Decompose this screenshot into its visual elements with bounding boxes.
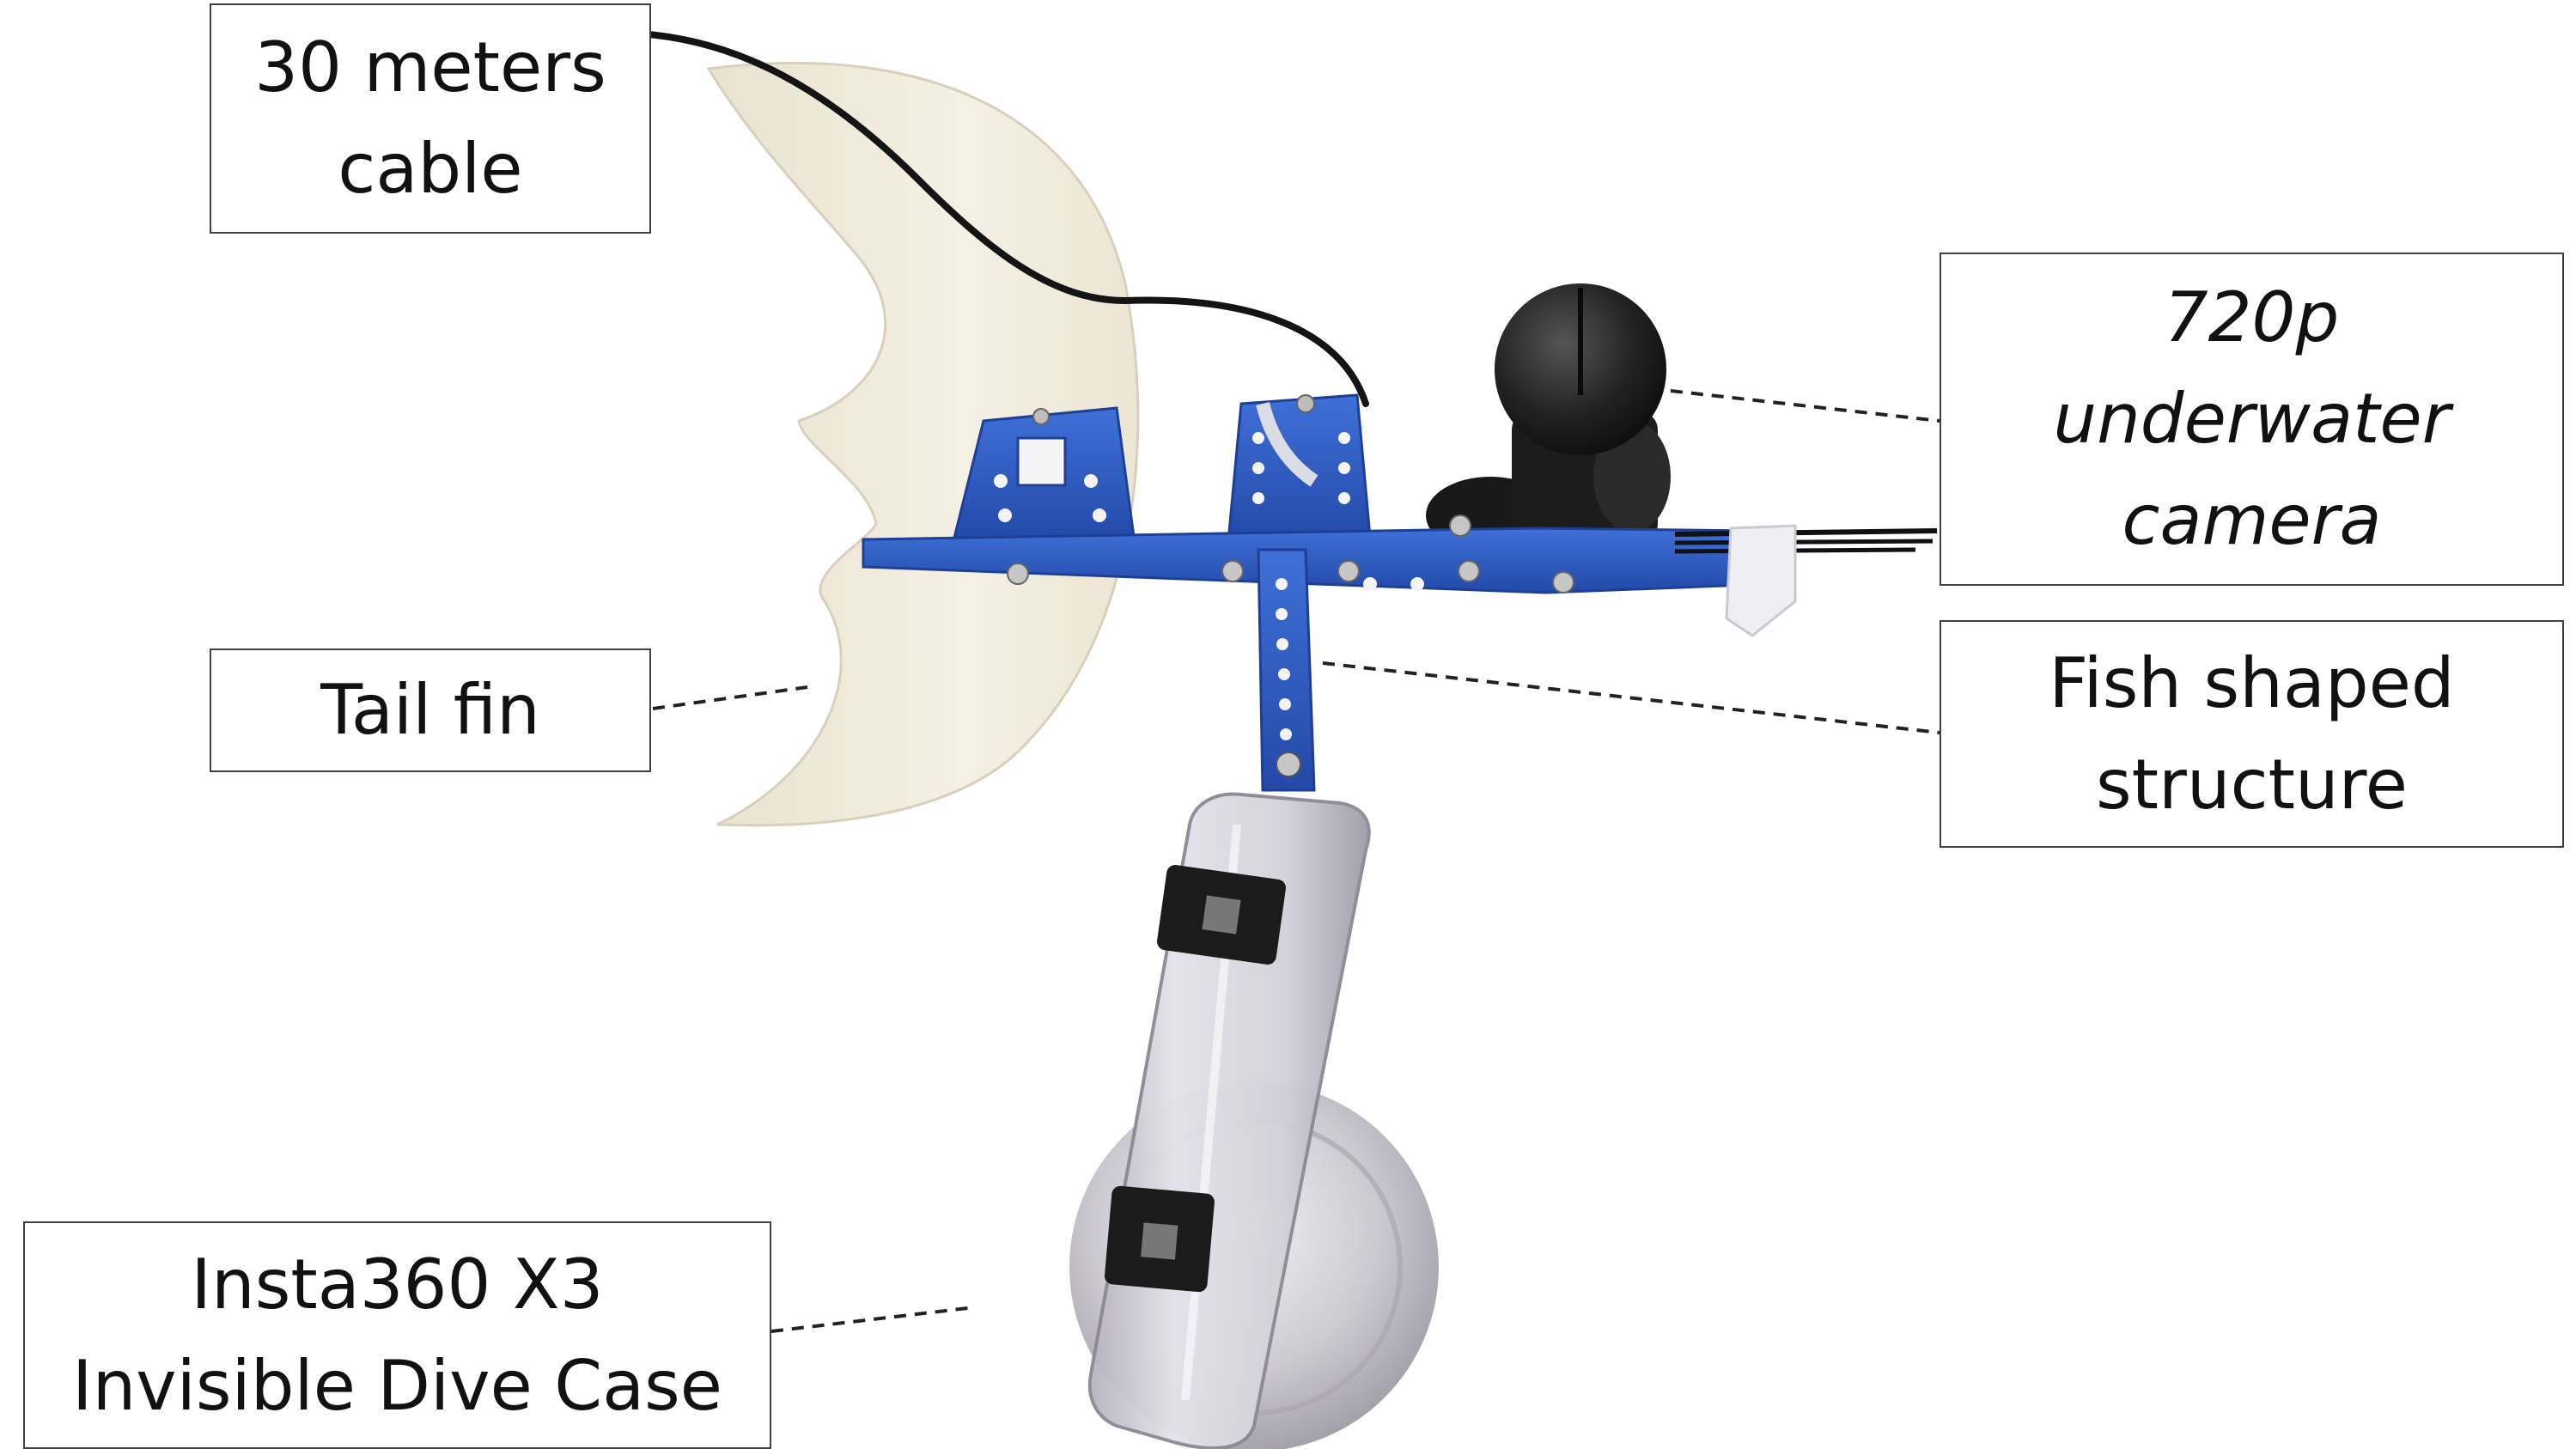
leader-tail-fin [652,685,808,710]
underwater-camera-720p [1426,283,1671,554]
label-camera-line-1: 720p [2164,277,2340,357]
front-rods [1674,524,1938,637]
label-fish-shaped-structure: Fish shaped structure [1940,620,2564,848]
label-insta360-line-1: Insta360 X3 [191,1244,604,1324]
middle-bracket [1227,393,1372,543]
label-tail-fin-line-1: Tail fin [320,670,540,750]
label-720p-underwater-camera: 720p underwater camera [1940,253,2564,586]
rear-bracket [952,406,1136,543]
label-30-meters-cable: 30 meters cable [210,3,651,234]
leader-lines [652,389,1940,1333]
label-insta360-dive-case: Insta360 X3 Invisible Dive Case [23,1221,771,1449]
tail-fin-shape [706,61,1140,827]
label-insta360-line-2: Invisible Dive Case [71,1345,723,1426]
insta360-dive-case [1069,792,1439,1449]
label-camera-line-3: camera [2122,480,2382,560]
label-fish-line-1: Fish shaped [2049,642,2455,723]
label-cable-line-1: 30 meters [254,27,606,107]
vertical-strut [1257,548,1316,792]
leader-fish-structure [1322,661,1940,734]
label-fish-line-2: structure [2095,744,2409,825]
leader-camera [1670,389,1940,423]
tether-cable [645,31,1369,407]
tail-fin-part [706,61,1140,827]
label-camera-line-2: underwater [2053,379,2451,459]
label-tail-fin: Tail fin [210,648,651,772]
leader-insta360 [770,1306,976,1333]
label-cable-line-2: cable [338,129,523,209]
